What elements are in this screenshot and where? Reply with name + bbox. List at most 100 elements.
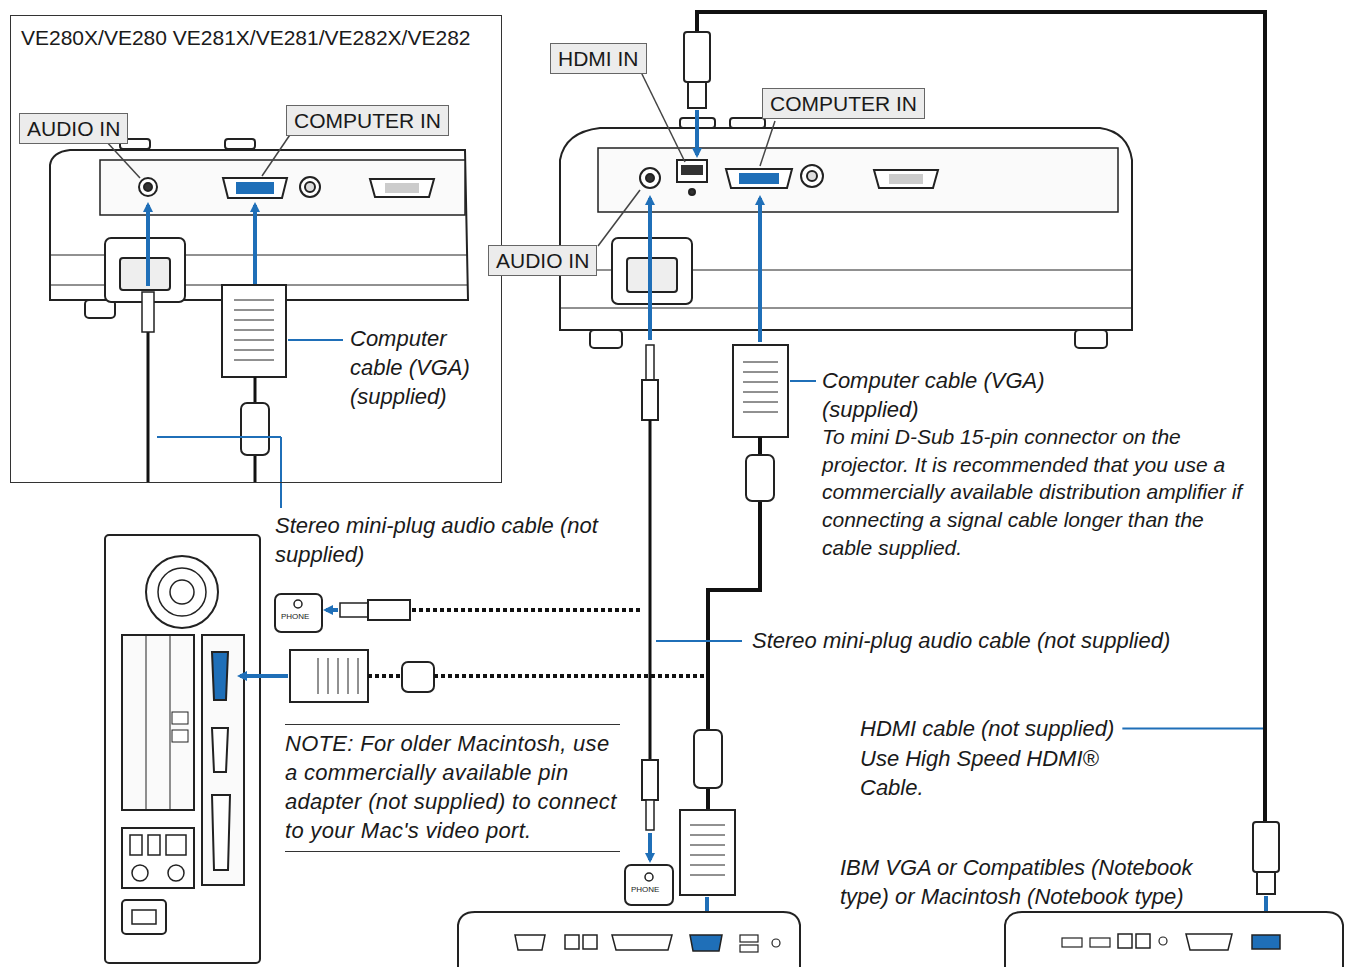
desktop-cables-part (326, 608, 338, 612)
main-cables-part-part (743, 362, 778, 363)
notebook-computer-part (740, 935, 758, 942)
main-projector-part (677, 160, 707, 182)
cable-label: Computer cable (VGA) (supplied) (822, 366, 1072, 424)
desktop-cables-part-part (358, 658, 359, 694)
main-cables (598, 12, 1279, 932)
inset-cables-part (146, 205, 150, 286)
note-text: NOTE: For older Macintosh, use a commerc… (285, 724, 620, 852)
notebook-computer-part (1090, 938, 1110, 947)
port-callout: AUDIO IN (19, 113, 128, 144)
main-cables-part (695, 110, 699, 155)
notebook-computer-part (1186, 934, 1232, 950)
inset-projector-part (139, 178, 157, 196)
desktop-cables-part (275, 594, 322, 632)
desktop-computer-part (122, 635, 194, 810)
desktop-computer-part (172, 712, 188, 724)
main-projector-part (874, 170, 938, 188)
main-projector-part (646, 174, 654, 182)
main-cables-part (646, 345, 654, 380)
inset-cables-part-part (234, 320, 274, 321)
jack-label: PHONE (281, 613, 319, 621)
inset-cables-part (105, 140, 140, 178)
main-cables-part (656, 640, 742, 642)
main-cables-part-part (690, 825, 725, 826)
main-cables-part-part (743, 382, 778, 383)
inset-projector-part (120, 258, 170, 290)
main-cables-part (694, 730, 722, 788)
desktop-computer-part (170, 635, 171, 810)
desktop-computer-part (212, 728, 228, 772)
main-cables-part (1257, 872, 1275, 894)
device-label: IBM VGA or Compatibles (Notebook type) o… (840, 853, 1240, 911)
notebook-computer-part (1159, 937, 1167, 945)
notebook-computer-part (740, 945, 758, 952)
jack-label: PHONE (631, 886, 669, 894)
port-callout: COMPUTER IN (762, 88, 925, 119)
inset-cables-part-part (234, 350, 274, 351)
main-projector-part (689, 189, 695, 195)
leader-line (1122, 728, 1263, 730)
desktop-computer-part (202, 635, 244, 885)
notebook-computer-part (1062, 938, 1082, 947)
inset-projector-part (236, 182, 274, 194)
desktop-computer-part (158, 568, 206, 616)
main-cables-part (733, 345, 788, 437)
main-cables-part-part (690, 845, 725, 846)
notebook-computer (458, 912, 800, 967)
notebook-computer-part (690, 935, 722, 951)
inset-projector-part (225, 139, 255, 149)
inset-cables-part-part (234, 360, 274, 361)
desktop-computer-part (122, 900, 166, 934)
cable-label: HDMI cable (not supplied) (860, 714, 1150, 743)
notebook-computer-part (1005, 912, 1343, 967)
inset-projector-part (305, 182, 315, 192)
main-projector-part (807, 171, 817, 181)
cable-label: Stereo mini-plug audio cable (not suppli… (752, 626, 1232, 655)
port-callout: COMPUTER IN (286, 105, 449, 136)
desktop-computer-part (105, 535, 260, 963)
main-cables-part (746, 455, 774, 501)
notebook-computer-part (772, 939, 780, 947)
desktop-computer-part (170, 580, 194, 604)
inset-cables-part (253, 205, 257, 284)
main-cables-part (758, 198, 762, 342)
main-cables-part (760, 121, 775, 166)
main-cables-part (648, 198, 652, 340)
main-cables-part (646, 800, 654, 830)
notebook-computer-part (1118, 934, 1132, 948)
main-projector-part (598, 148, 1118, 212)
desktop-cables (240, 594, 706, 702)
main-cables-part (625, 865, 673, 905)
main-cables-part-part (743, 402, 778, 403)
port-name: COMPUTER IN (294, 108, 441, 133)
main-projector (560, 118, 1132, 348)
inset-cables-part (280, 437, 282, 508)
port-name: AUDIO IN (27, 116, 120, 141)
inset-cables-part (288, 339, 343, 341)
main-projector-part (560, 308, 1132, 309)
desktop-cables-part (434, 674, 706, 678)
port-name: HDMI IN (558, 46, 639, 71)
main-cables-part (688, 82, 706, 108)
desktop-cables-part (240, 674, 288, 678)
inset-cables-part-part (234, 300, 274, 301)
main-cables-part (642, 380, 658, 420)
note-text: To mini D-Sub 15-pin connector on the pr… (822, 423, 1247, 562)
inset-projector-part (370, 179, 434, 197)
desktop-cables-part-part (348, 658, 349, 694)
inset-cables-part-part (234, 340, 274, 341)
main-projector-part (1075, 330, 1107, 348)
desktop-cables-part-part (338, 658, 339, 694)
main-cables-part (743, 362, 778, 412)
desktop-computer (105, 535, 260, 963)
inset-cables-part (147, 330, 150, 482)
inset-cables-part-part (234, 310, 274, 311)
desktop-computer-part (122, 828, 194, 888)
inset-cables-part (234, 300, 274, 360)
desktop-cables-part (340, 603, 368, 617)
cable-label: Stereo mini-plug audio cable (not suppli… (275, 511, 605, 569)
main-projector-part (801, 165, 823, 187)
main-projector-part (726, 169, 792, 188)
main-cables-part (649, 420, 652, 760)
